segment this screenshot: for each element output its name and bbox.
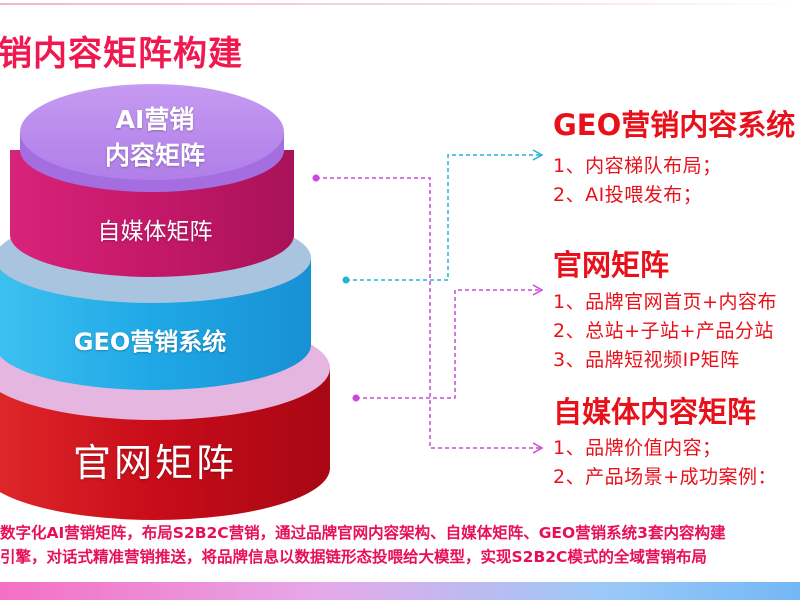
tier-top-line1: AI营销 <box>115 105 195 134</box>
footer-line-1: 数字化AI营销矩阵，布局S2B2C营销，通过品牌官网内容架构、自媒体矩阵、GEO… <box>0 524 726 542</box>
tier-top-label: AI营销 内容矩阵 <box>55 102 255 174</box>
connector-lines <box>312 149 544 454</box>
section-title-geo: GEO营销内容系统 <box>553 108 796 142</box>
tier-self-media-label: 自媒体矩阵 <box>97 219 213 245</box>
tier-official-site-label: 官网矩阵 <box>72 441 237 485</box>
top-divider-line <box>0 3 800 5</box>
footer-description: 数字化AI营销矩阵，布局S2B2C营销，通过品牌官网内容架构、自媒体矩阵、GEO… <box>0 521 800 569</box>
list-item: 2、总站+子站+产品分站 <box>553 320 774 342</box>
list-item: 1、内容梯队布局； <box>553 155 722 177</box>
list-item: 2、AI投喂发布； <box>553 184 703 206</box>
tier-top-line2: 内容矩阵 <box>104 141 205 170</box>
page-title: 销内容矩阵构建 <box>0 34 243 74</box>
tier-geo-label: GEO营销系统 <box>73 328 227 356</box>
list-item: 1、品牌官网首页+内容布 <box>553 291 778 313</box>
section-title-official-site: 官网矩阵 <box>553 248 670 282</box>
footer-line-2: 引擎，对话式精准营销推送，将品牌信息以数据链形态投喂给大模型，实现S2B2C模式… <box>0 548 707 566</box>
list-item: 2、产品场景+成功案例： <box>553 466 778 488</box>
section-title-self-media: 自媒体内容矩阵 <box>553 395 757 429</box>
bottom-gradient-bar <box>0 582 800 600</box>
list-item: 1、品牌价值内容； <box>553 437 722 459</box>
section-list-geo: 1、内容梯队布局； 2、AI投喂发布； <box>553 152 722 210</box>
list-item: 3、品牌短视频IP矩阵 <box>553 349 740 371</box>
tier-top-ai-matrix <box>20 84 284 192</box>
section-list-official-site: 1、品牌官网首页+内容布 2、总站+子站+产品分站 3、品牌短视频IP矩阵 <box>553 288 777 375</box>
section-list-self-media: 1、品牌价值内容； 2、产品场景+成功案例： <box>553 434 777 492</box>
